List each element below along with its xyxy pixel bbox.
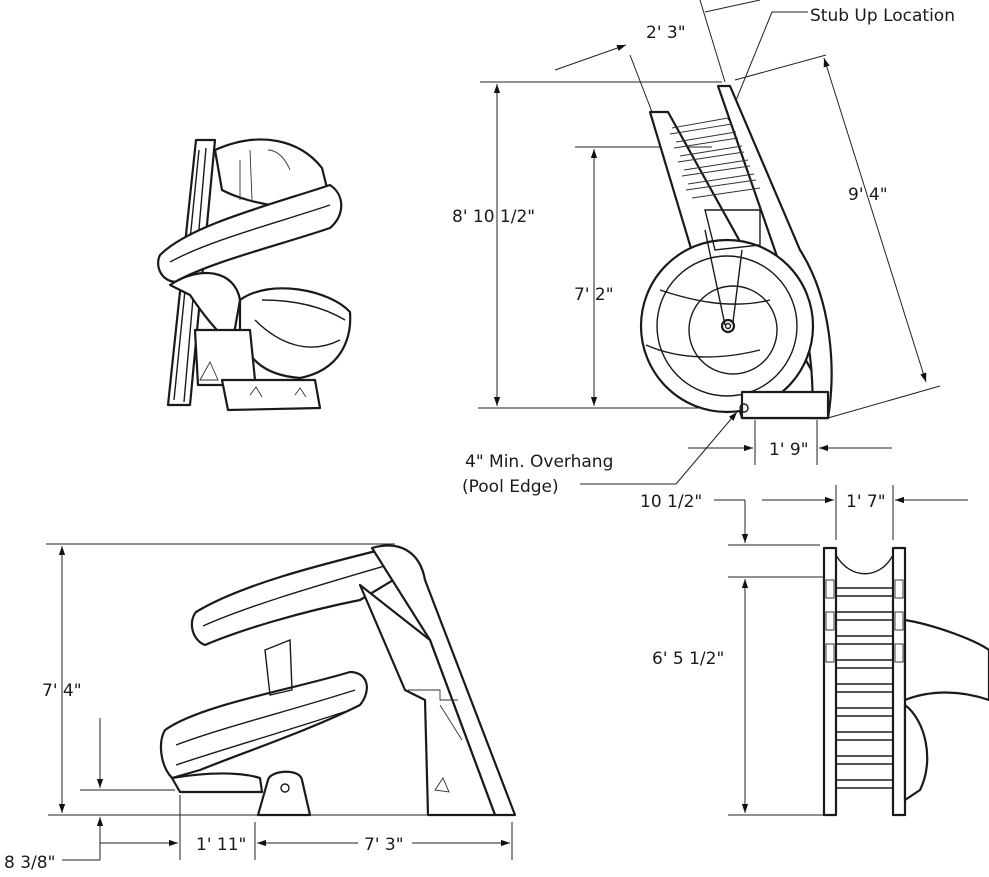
exit-height-label: 8 3/8" [4, 853, 55, 873]
side-view [478, 0, 941, 485]
overall-length-label: 7' 3" [364, 835, 404, 855]
front-view [46, 543, 517, 861]
overhang-label-line2: (Pool Edge) [462, 477, 559, 497]
overhang-label-line1: 4" Min. Overhang [465, 452, 613, 472]
top-width-label: 2' 3" [646, 23, 686, 43]
top-offset-label: 10 1/2" [640, 492, 702, 512]
platform-height-label: 7' 2" [574, 285, 614, 305]
slide-length-label: 9' 4" [848, 185, 888, 205]
exit-reach-label: 1' 11" [196, 835, 246, 855]
overall-height-front-label: 7' 4" [42, 681, 82, 701]
ladder-width-label: 1' 7" [846, 492, 886, 512]
ladder-height-label: 6' 5 1/2" [652, 649, 724, 669]
ladder-view [714, 485, 989, 817]
overall-height-side-label: 8' 10 1/2" [452, 207, 535, 227]
base-width-label: 1' 9" [769, 440, 809, 460]
stub-up-label: Stub Up Location [810, 6, 955, 26]
isometric-view [157, 138, 352, 412]
